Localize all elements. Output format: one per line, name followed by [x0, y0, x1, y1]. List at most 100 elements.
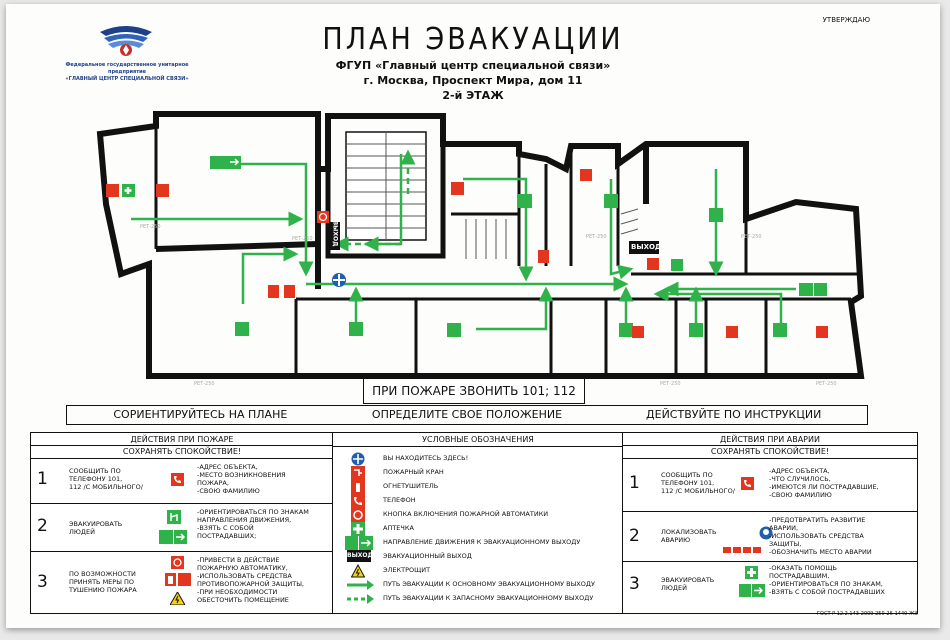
exit-direction-icon [345, 536, 373, 550]
row-items: -АДРЕС ОБЪЕКТА, -МЕСТО ВОЗНИКНОВЕНИЯ ПОЖ… [197, 463, 286, 495]
alarm-button-icon [171, 556, 184, 569]
approve-label: УТВЕРЖДАЮ [822, 16, 870, 24]
first-aid-icon [351, 522, 365, 536]
room-code: РЕТ-250 [586, 234, 607, 240]
legend-item: НАПРАВЛЕНИЕ ДВИЖЕНИЯ К ЭВАКУАЦИОННОМУ ВЫ… [345, 535, 580, 550]
legend-title: УСЛОВНЫЕ ОБОЗНАЧЕНИЯ [333, 433, 623, 447]
fire-extinguisher-icon [351, 480, 365, 494]
main-route-arrow-icon [347, 580, 374, 590]
spare-evacuation-route [333, 149, 416, 252]
item-line: ОБЕСТОЧИТЬ ПОМЕЩЕНИЕ [197, 596, 289, 604]
address-line: г. Москва, Проспект Мира, дом 11 [363, 74, 583, 87]
item-line: -ОБОЗНАЧИТЬ МЕСТО АВАРИИ [769, 548, 872, 556]
legend-label: ВЫ НАХОДИТЕСЬ ЗДЕСЬ! [383, 454, 469, 462]
label-line: ЭВАКУИРОВАТЬ [661, 576, 715, 584]
emergency-call-box: ПРИ ПОЖАРЕ ЗВОНИТЬ 101; 112 [363, 378, 585, 404]
legend-item: ПУТЬ ЭВАКУАЦИИ К ОСНОВНОМУ ЭВАКУАЦИОННОМ… [347, 577, 595, 591]
legend-label: КНОПКА ВКЛЮЧЕНИЯ ПОЖАРНОЙ АВТОМАТИКИ [383, 510, 549, 518]
exit-sign [329, 222, 659, 254]
legend-label: ПОЖАРНЫЙ КРАН [383, 468, 444, 476]
legend-item: ПУТЬ ЭВАКУАЦИИ К ЗАПАСНОМУ ЭВАКУАЦИОННОМ… [347, 591, 593, 605]
legend-item: АПТЕЧКА [351, 521, 414, 536]
legend-label: ПУТЬ ЭВАКУАЦИИ К ОСНОВНОМУ ЭВАКУАЦИОННОМ… [383, 580, 595, 588]
accident-panel-title: ДЕЙСТВИЯ ПРИ АВАРИИ [623, 433, 917, 446]
item-line: ПРОТИВОПОЖАРНОЙ ЗАЩИТЫ, [197, 580, 304, 588]
legend-item: ТЕЛЕФОН [351, 493, 416, 508]
row-number: 3 [629, 574, 640, 594]
row-items: -АДРЕС ОБЪЕКТА, -ЧТО СЛУЧИЛОСЬ, -ИМЕЮТСЯ… [769, 467, 879, 499]
protective-equipment-icon [759, 526, 773, 540]
room-code: РЕТ-250 [816, 381, 837, 387]
item-line: НАПРАВЛЕНИЯ ДВИЖЕНИЯ, [197, 516, 292, 524]
item-line: -ИСПОЛЬЗОВАТЬ СРЕДСТВА [197, 572, 292, 580]
label-line: ЛЮДЕЙ [661, 584, 687, 592]
fire-action-row: 2 ЭВАКУИРОВАТЬ ЛЮДЕЙ -ОРИЕНТИРОВАТЬСЯ ПО… [31, 503, 333, 552]
row-label: ЭВАКУИРОВАТЬ ЛЮДЕЙ [69, 520, 122, 536]
item-line: -ПРИВЕСТИ В ДЕЙСТВИЕ [197, 556, 280, 564]
first-aid-icon [745, 566, 758, 579]
item-line: -ОРИЕНТИРОВАТЬСЯ ПО ЗНАКАМ, [769, 580, 883, 588]
item-line: -ВЗЯТЬ С СОБОЙ [197, 524, 254, 532]
item-line: ПОСТРАДАВШИХ; [197, 532, 257, 540]
exit-direction-icon [739, 584, 765, 597]
row-number: 1 [37, 469, 48, 489]
label-line: ПО ВОЗМОЖНОСТИ [69, 570, 136, 578]
row-items: -ОРИЕНТИРОВАТЬСЯ ПО ЗНАКАМ НАПРАВЛЕНИЯ Д… [197, 508, 309, 540]
legend-label: ЭЛЕКТРОЩИТ [383, 566, 431, 574]
organization-line: ФГУП «Главный центр специальной связи» [335, 59, 611, 72]
exit-direction-signs [210, 156, 827, 337]
row-number: 3 [37, 572, 48, 592]
legend-label: ОГНЕТУШИТЕЛЬ [383, 482, 439, 490]
row-label: ЛОКАЛИЗОВАТЬ АВАРИЮ [661, 528, 716, 544]
label-line: ТЕЛЕФОНУ 101, [661, 479, 715, 487]
item-line: -ОРИЕНТИРОВАТЬСЯ ПО ЗНАКАМ [197, 508, 309, 516]
item-line: -МЕСТО ВОЗНИКНОВЕНИЯ [197, 471, 286, 479]
label-line: СООБЩИТЬ ПО [69, 467, 121, 475]
floor-plan-walls [96, 111, 865, 379]
room-code: РЕТ-250 [741, 234, 762, 240]
instruction-steps: СОРИЕНТИРУЙТЕСЬ НА ПЛАНЕ ОПРЕДЕЛИТЕ СВОЕ… [66, 405, 868, 425]
label-line: ЭВАКУИРОВАТЬ [69, 520, 123, 528]
legend-label: ПУТЬ ЭВАКУАЦИИ К ЗАПАСНОМУ ЭВАКУАЦИОННОМ… [383, 594, 594, 602]
item-line: ЗАЩИТЫ, [769, 540, 802, 548]
label-line: ТЕЛЕФОНУ 101, [69, 475, 123, 483]
item-line: -СВОЮ ФАМИЛИЮ [197, 487, 260, 495]
you-are-here-marker [332, 273, 346, 287]
row-label: ЭВАКУИРОВАТЬ ЛЮДЕЙ [661, 576, 714, 592]
row-items: -ОКАЗАТЬ ПОМОЩЬ ПОСТРАДАВШИМ, -ОРИЕНТИРО… [769, 564, 885, 596]
item-line: ПОЖАРНУЮ АВТОМАТИКУ, [197, 564, 288, 572]
accident-action-row: 1 СООБЩИТЬ ПО ТЕЛЕФОНУ 101, 112 /С МОБИЛ… [623, 459, 917, 511]
legend-item: КНОПКА ВКЛЮЧЕНИЯ ПОЖАРНОЙ АВТОМАТИКИ [351, 507, 548, 522]
legend-label: НАПРАВЛЕНИЕ ДВИЖЕНИЯ К ЭВАКУАЦИОННОМУ ВЫ… [383, 538, 581, 546]
accident-marker-tape-icon [723, 547, 761, 553]
you-are-here-icon [351, 452, 365, 466]
item-line: -ИМЕЮТСЯ ЛИ ПОСТРАДАВШИЕ, [769, 483, 879, 491]
organization-name-line1: Федеральное государственное унитарное пр… [65, 62, 189, 75]
main-evacuation-route [131, 154, 796, 331]
exit-label: ВЫХОД [631, 243, 662, 251]
alarm-button-icon [351, 508, 365, 522]
high-voltage-icon [350, 563, 366, 578]
phone-icon [741, 477, 754, 490]
fire-actions-panel: ДЕЙСТВИЯ ПРИ ПОЖАРЕ СОХРАНЯТЬ СПОКОЙСТВИ… [30, 432, 334, 614]
accident-actions-panel: ДЕЙСТВИЯ ПРИ АВАРИИ СОХРАНЯТЬ СПОКОЙСТВИ… [622, 432, 918, 614]
row-label: СООБЩИТЬ ПО ТЕЛЕФОНУ 101, 112 /С МОБИЛЬН… [661, 471, 735, 495]
accident-action-row: 2 ЛОКАЛИЗОВАТЬ АВАРИЮ -ПРЕДОТВРАТИТЬ РАЗ… [623, 511, 917, 562]
row-label: ПО ВОЗМОЖНОСТИ ПРИНЯТЬ МЕРЫ ПО ТУШЕНИЮ П… [69, 570, 137, 594]
legend-label: ТЕЛЕФОН [383, 496, 416, 504]
item-line: -АДРЕС ОБЪЕКТА, [769, 467, 830, 475]
item-line: -ОКАЗАТЬ ПОМОЩЬ [769, 564, 837, 572]
item-line: ПОСТРАДАВШИМ, [769, 572, 830, 580]
row-items: -ПРЕДОТВРАТИТЬ РАЗВИТИЕ АВАРИИ, -ИСПОЛЬЗ… [769, 516, 872, 556]
exit-direction-icon [159, 530, 187, 544]
evacuation-plan-sheet: Федеральное государственное унитарное пр… [6, 4, 940, 628]
accident-panel-subtitle: СОХРАНЯТЬ СПОКОЙСТВИЕ! [623, 446, 917, 459]
item-line: ПОЖАРА, [197, 479, 229, 487]
item-line: -ВЗЯТЬ С СОБОЙ ПОСТРАДАВШИХ [769, 588, 885, 596]
room-code: РЕТ-250 [660, 381, 681, 387]
phone-icon [351, 494, 365, 508]
step-locate: ОПРЕДЕЛИТЕ СВОЕ ПОЛОЖЕНИЕ [371, 408, 563, 421]
label-line: 112 /С МОБИЛЬНОГО/ [661, 487, 735, 495]
row-number: 2 [37, 516, 48, 536]
row-number: 2 [629, 526, 640, 546]
